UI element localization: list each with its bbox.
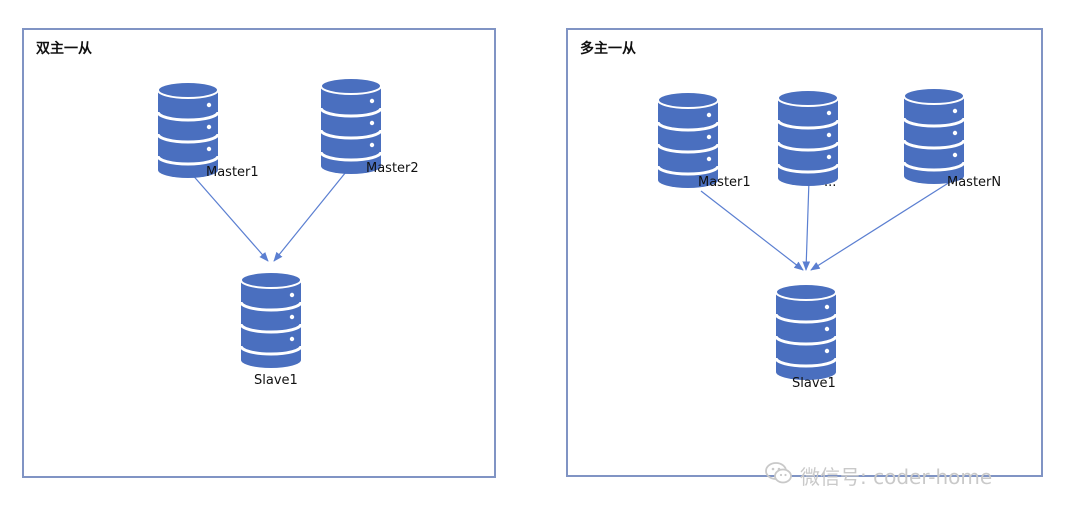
replication-arrow [273,166,351,262]
watermark-text: 微信号: coder-home [800,465,993,489]
database-icon [239,271,303,368]
database-icon [776,89,840,186]
databases [156,77,966,380]
wechat-icon [764,460,794,491]
arrows [189,166,951,271]
slave-label: Slave1 [792,376,836,391]
database-icon [156,81,220,178]
database-icon [902,87,966,184]
database-icon [319,77,383,174]
replication-arrow [189,171,269,262]
master-label: MasterN [947,175,1001,190]
master-label: Master1 [206,165,259,180]
panel-dual-master: 双主一从 [22,28,496,478]
panel-title: 多主一从 [580,41,636,57]
watermark: 微信号: coder-home [764,460,992,491]
replication-arrow [700,190,804,271]
database-icon [656,91,720,188]
panel-multi-master: 多主一从 [566,28,1043,477]
panel-title: 双主一从 [36,41,92,57]
master-label: Master1 [698,175,751,190]
slave-label: Slave1 [254,373,298,388]
replication-arrow [810,181,951,271]
database-icon [774,283,838,380]
master-label: Master2 [366,161,419,176]
master-label: ... [824,175,836,190]
replication-arrow [802,179,811,271]
